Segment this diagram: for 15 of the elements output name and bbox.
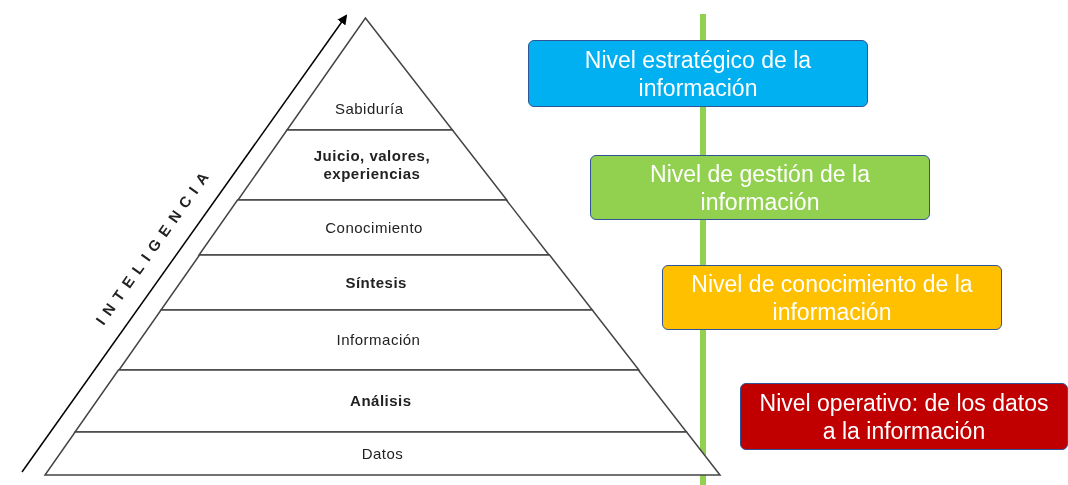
pyramid-level	[237, 130, 507, 200]
level-label: Datos	[361, 444, 404, 463]
pyramid-level	[75, 370, 687, 432]
level-box: Nivel estratégico de la información	[528, 40, 868, 107]
level-label: Síntesis	[345, 273, 407, 292]
pyramid-level	[286, 18, 452, 130]
level-box: Nivel operativo: de los datos a la información	[740, 383, 1068, 450]
level-label: Sabiduría	[334, 100, 404, 118]
level-box: Nivel de conocimiento de la información	[662, 265, 1002, 330]
level-label: Análisis	[350, 392, 412, 410]
level-label: Información	[336, 331, 421, 349]
pyramid-level	[45, 432, 720, 475]
level-label: Conocimiento	[325, 218, 423, 237]
level-box: Nivel de gestión de la información	[590, 155, 930, 220]
level-label: Juicio, valores, experiencias	[312, 147, 432, 183]
